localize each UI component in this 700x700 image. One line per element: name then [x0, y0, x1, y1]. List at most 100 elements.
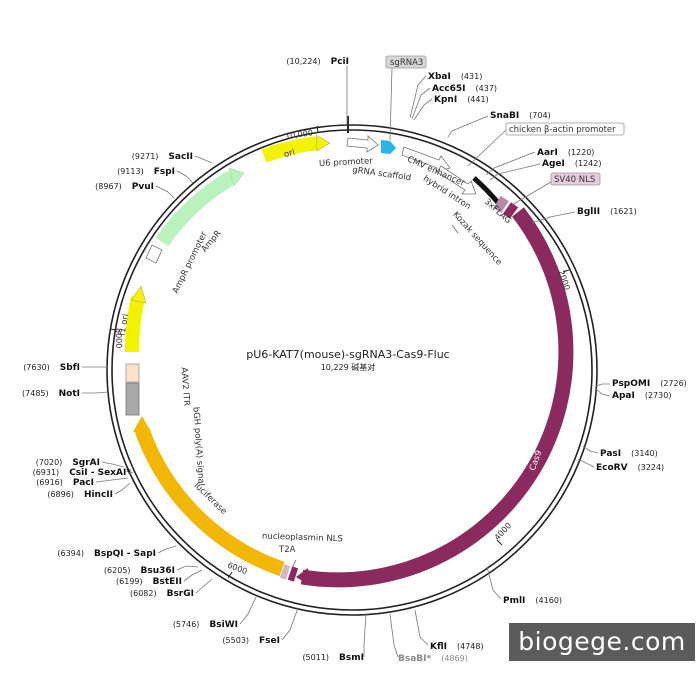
site-bglii-pos: (1621) — [610, 207, 637, 216]
site-aari-name: AarI — [537, 148, 558, 158]
site-bsabi-name: BsaBI* — [398, 654, 431, 664]
label-kozak: Kozak sequence — [450, 210, 503, 268]
map-subtitle: 10,229 碱基对 — [321, 362, 376, 372]
tick-6000-mark — [227, 571, 233, 579]
feature-t2a-arc — [279, 564, 291, 580]
site-sbfi-pos: (7630) — [23, 363, 50, 372]
site-kpni-name: KpnI — [434, 95, 457, 105]
site-acc65i: Acc65I (437) — [432, 78, 497, 95]
site-aari: AarI (1220) — [537, 142, 594, 159]
box-chicken-actin — [505, 122, 625, 136]
feature-cas9-arrowhead — [296, 568, 309, 585]
connector-csii — [127, 471, 134, 475]
connector-bsu36i — [176, 565, 199, 571]
connector-snabi — [447, 115, 489, 138]
label-bgh-polya: bGH poly(A) signal — [190, 406, 206, 486]
feature-3xflag-arc — [493, 195, 509, 213]
connector-bsrgi — [195, 578, 213, 594]
feature-ori-arc — [261, 136, 319, 163]
site-bsmi-name: BsmI — [339, 653, 364, 663]
map-title: pU6-KAT7(mouse)-sgRNA3-Cas9-Fluc — [246, 348, 449, 361]
site-pspomi-pos: (2726) — [660, 379, 687, 388]
connector-sacii — [194, 155, 213, 164]
box-sgrna3 — [385, 55, 427, 69]
site-sacii: (9271) SacII — [132, 146, 193, 163]
site-bspqi-sapi: (6394) BspQI - SapI — [57, 543, 156, 560]
feature-ampr-arc — [155, 170, 236, 247]
site-kfli-pos: (4748) — [457, 642, 484, 651]
backbone-inner — [111, 129, 593, 611]
site-bsmi: (5011) BsmI — [302, 647, 364, 664]
site-sgrai: (7020) SgrAI — [36, 452, 100, 469]
feature-hybrid-intron-outline — [436, 165, 477, 195]
tick-6000: 6000 — [226, 561, 248, 576]
site-ecorv: EcoRV (3224) — [596, 457, 664, 474]
site-kpni-pos: (441) — [467, 95, 489, 104]
backbone-outer — [106, 124, 598, 616]
connector-agei — [489, 163, 541, 181]
site-bsrgi: (6082) BsrGI — [130, 583, 194, 600]
connector-fsei — [281, 607, 299, 641]
site-kfli: KflI (4748) — [430, 636, 484, 653]
box-sv40nls-connector — [511, 181, 552, 206]
site-xbai-name: XbaI — [428, 72, 451, 82]
site-sgrai-pos: (7020) — [36, 458, 63, 467]
label-aav2-itr: AAV2 ITR — [179, 367, 192, 407]
label-nucleoplasmin-nls: nucleoplasmin NLS — [262, 532, 343, 545]
site-pspomi: PspOMI (2726) — [612, 373, 687, 390]
site-pasi: PasI (3140) — [600, 443, 658, 460]
site-pmli: PmlI (4160) — [503, 590, 562, 607]
connector-bglii — [531, 211, 576, 224]
label-f1-ori: f1 ori — [118, 313, 132, 337]
site-connectors-left — [82, 155, 367, 657]
site-fsei: (5503) FseI — [222, 630, 280, 647]
connector-bsteii — [183, 569, 203, 582]
site-snabi: SnaBI (704) — [490, 105, 551, 122]
tick-8000-mark — [109, 328, 117, 331]
site-csii-sexai: (6931) CsiI - SexAI* — [33, 462, 132, 479]
site-bsabi: BsaBI* (4869) — [398, 648, 468, 665]
connector-xbai — [409, 75, 427, 119]
site-pcii-pos: (10,224) — [286, 57, 320, 66]
box-chicken-actin-connector — [467, 129, 507, 167]
connector-bsmi — [363, 613, 367, 657]
site-pasi-pos: (3140) — [631, 449, 658, 458]
site-pmli-name: PmlI — [503, 596, 525, 606]
site-bglii-name: BglII — [577, 207, 600, 217]
site-bsteii-name: BstEII — [153, 577, 182, 587]
connector-aari — [485, 151, 536, 176]
site-pmli-pos: (4160) — [535, 596, 562, 605]
site-bsu36i-pos: (6205) — [104, 566, 131, 575]
feature-nucleoplasmin-arc — [287, 566, 299, 582]
site-hincii-pos: (6896) — [47, 490, 74, 499]
connector-pvui — [155, 185, 175, 199]
connector-pspomi — [595, 383, 610, 387]
ticks — [109, 125, 570, 579]
box-sv40nls-label: SV40 NLS — [554, 175, 595, 185]
site-agei-name: AgeI — [542, 159, 565, 169]
site-sacii-name: SacII — [168, 152, 193, 162]
connector-sgrai — [101, 461, 125, 468]
site-apai-pos: (2730) — [645, 391, 672, 400]
feature-bgh-polya-box — [125, 382, 140, 416]
site-bsteii: (6199) BstEII — [116, 571, 182, 588]
site-xbai-pos: (431) — [461, 72, 483, 81]
site-bsiwi-name: BsiWI — [209, 620, 238, 630]
site-pcii: (10,224) PciI — [286, 51, 349, 68]
site-acc65i-pos: (437) — [476, 84, 498, 93]
site-fsei-name: FseI — [259, 636, 280, 646]
tick-10000: 10,000 — [285, 128, 314, 141]
label-t2a: T2A — [278, 545, 296, 555]
site-pvui-name: PvuI — [132, 182, 154, 192]
box-sgrna3-label: sgRNA3 — [390, 58, 423, 68]
site-bglii: BglII (1621) — [577, 201, 637, 218]
site-hincii-name: HincII — [84, 490, 113, 500]
box-sgrna3-connector — [389, 67, 393, 141]
site-bsabi-pos: (4869) — [441, 654, 468, 663]
site-fsei-pos: (5503) — [222, 636, 249, 645]
site-agei-pos: (1242) — [575, 159, 602, 168]
site-connectors-right — [346, 66, 611, 658]
site-pvui: (8967) PvuI — [95, 176, 154, 193]
site-paci-name: PacI — [73, 478, 94, 488]
connector-bsabi — [389, 613, 399, 658]
